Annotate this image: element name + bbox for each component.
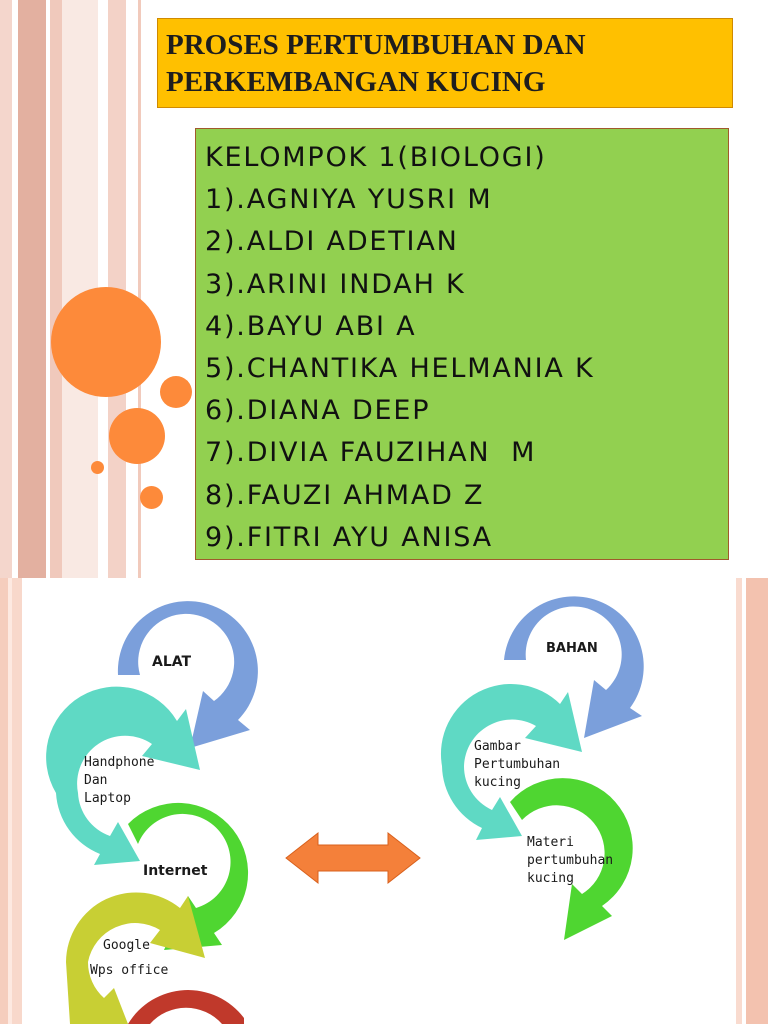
decor-stripe <box>18 0 46 578</box>
bahan-heading: BAHAN <box>546 641 598 656</box>
members-list: KELOMPOK 1(BIOLOGI) 1).AGNIYA YUSRI M 2)… <box>195 128 729 560</box>
member-item: 8).FAUZI AHMAD Z <box>205 479 485 511</box>
decor-stripe <box>0 578 8 1024</box>
decor-circle <box>91 461 104 474</box>
teal-arc-arrow <box>440 683 582 840</box>
alat-step-label: Handphone Dan Laptop <box>84 755 155 806</box>
member-item: 3).ARINI INDAH K <box>205 268 466 300</box>
decor-stripe <box>736 578 742 1024</box>
green-arc-arrow <box>128 802 249 950</box>
decor-circle <box>140 486 163 509</box>
slide-members: PROSES PERTUMBUHAN DAN PERKEMBANGAN KUCI… <box>0 0 733 578</box>
olive-arc-arrow <box>66 892 205 1024</box>
bahan-step-label: Materi pertumbuhan kucing <box>527 835 614 886</box>
red-arc-arrow <box>128 990 244 1024</box>
decor-stripe <box>742 578 746 1024</box>
alat-step-label: Wps office <box>90 963 169 978</box>
decor-circle-large <box>51 287 161 397</box>
decor-stripe <box>12 0 18 578</box>
member-item: 7).DIVIA FAUZIHAN M <box>205 437 537 469</box>
member-item: 5).CHANTIKA HELMANIA K <box>205 353 595 385</box>
blue-arc-arrow <box>117 601 258 748</box>
blue-arc-arrow <box>504 596 644 738</box>
decor-stripe <box>138 0 141 578</box>
decor-stripe <box>50 0 62 578</box>
slide-title: PROSES PERTUMBUHAN DAN PERKEMBANGAN KUCI… <box>157 18 733 108</box>
decor-stripe <box>46 0 50 578</box>
decor-circle <box>160 376 192 408</box>
group-heading: KELOMPOK 1(BIOLOGI) <box>205 142 547 173</box>
decor-stripe <box>8 578 12 1024</box>
decor-stripe <box>0 0 12 578</box>
alat-step-label: Google <box>103 938 150 953</box>
decor-stripe <box>746 578 768 1024</box>
decor-circle <box>109 408 165 464</box>
title-line: PERKEMBANGAN KUCING <box>166 66 546 98</box>
member-item: 4).BAYU ABI A <box>205 310 417 342</box>
member-item: 1).AGNIYA YUSRI M <box>205 184 493 216</box>
member-item: 9).FITRI AYU ANISA <box>205 521 493 553</box>
title-line: PROSES PERTUMBUHAN DAN <box>166 29 586 61</box>
double-arrow-icon <box>285 831 421 885</box>
decor-stripe <box>12 578 22 1024</box>
alat-heading: ALAT <box>152 654 192 670</box>
teal-arc-arrow <box>46 686 201 865</box>
bahan-step-label: Gambar Pertumbuhan kucing <box>474 739 561 790</box>
member-item: 2).ALDI ADETIAN <box>205 226 459 258</box>
slide-alat-bahan: ALAT Handphone Dan Laptop Internet Googl… <box>0 578 768 1024</box>
alat-bahan-diagram <box>46 596 644 1024</box>
member-item: 6).DIANA DEEP <box>205 395 431 427</box>
alat-step-label: Internet <box>143 863 208 879</box>
green-arc-arrow <box>510 778 633 940</box>
